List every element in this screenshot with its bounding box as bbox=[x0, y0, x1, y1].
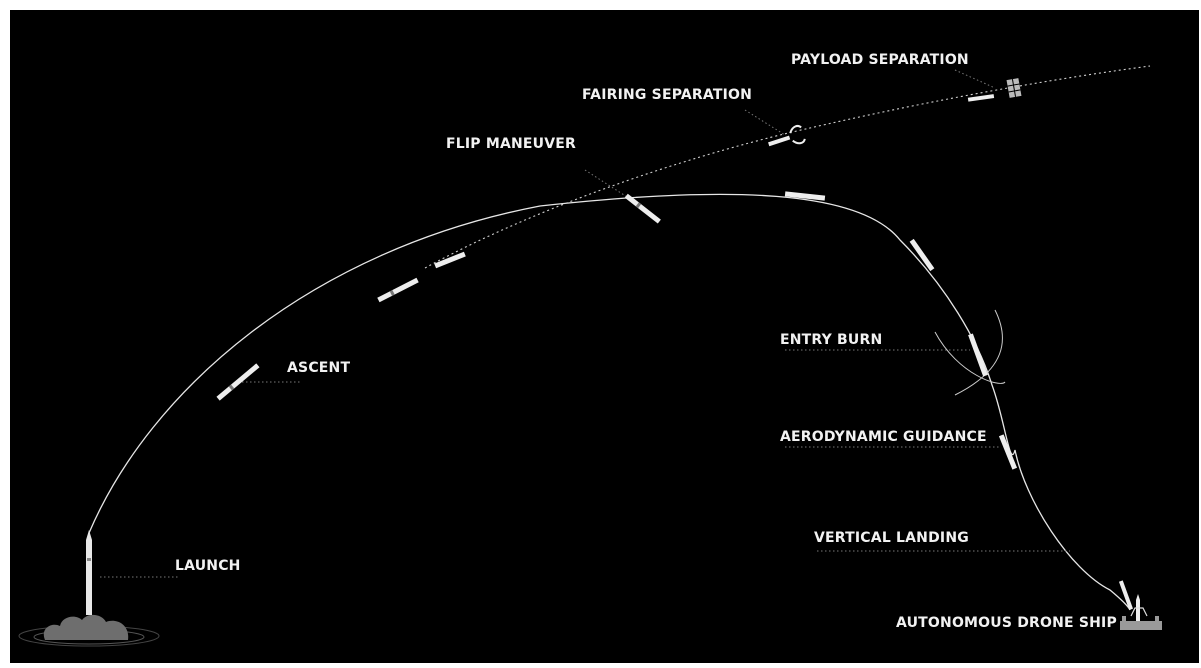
payload-separation-graphic bbox=[967, 78, 1022, 102]
label-vertical-landing: VERTICAL LANDING bbox=[814, 530, 969, 546]
leader-lines bbox=[100, 69, 1070, 578]
staging-rocket bbox=[434, 251, 466, 269]
ascent-rocket bbox=[216, 363, 260, 401]
label-aerodynamic-guidance: AERODYNAMIC GUIDANCE bbox=[780, 429, 987, 445]
flip-maneuver-booster bbox=[624, 193, 661, 224]
boostback-booster-2 bbox=[909, 238, 935, 272]
first-stage-trajectory bbox=[88, 193, 1131, 611]
label-payload-separation: PAYLOAD SEPARATION bbox=[791, 52, 969, 68]
launch-pad-smoke bbox=[18, 530, 160, 647]
mission-profile-diagram: LAUNCH ASCENT FLIP MANEUVER FAIRING SEPA… bbox=[10, 10, 1199, 663]
leader-line-payload bbox=[954, 69, 996, 89]
aero-guidance-booster bbox=[998, 434, 1018, 470]
entry-burn-graphic bbox=[934, 309, 1006, 396]
label-fairing-separation: FAIRING SEPARATION bbox=[582, 87, 753, 103]
drone-ship bbox=[1120, 594, 1162, 630]
fairing-separation-graphic bbox=[768, 125, 806, 147]
boostback-booster-1 bbox=[784, 191, 826, 201]
second-stage-trajectory bbox=[424, 65, 1151, 269]
label-launch: LAUNCH bbox=[175, 558, 241, 574]
trajectory-diagram bbox=[18, 65, 1162, 647]
label-autonomous-drone-ship: AUTONOMOUS DRONE SHIP bbox=[896, 615, 1117, 631]
mid-ascent-rocket bbox=[377, 277, 419, 303]
vertical-landing-booster bbox=[1118, 580, 1133, 610]
label-ascent: ASCENT bbox=[287, 360, 351, 376]
leader-line-fairing bbox=[744, 109, 786, 136]
label-flip-maneuver: FLIP MANEUVER bbox=[446, 136, 577, 152]
label-entry-burn: ENTRY BURN bbox=[780, 332, 883, 348]
